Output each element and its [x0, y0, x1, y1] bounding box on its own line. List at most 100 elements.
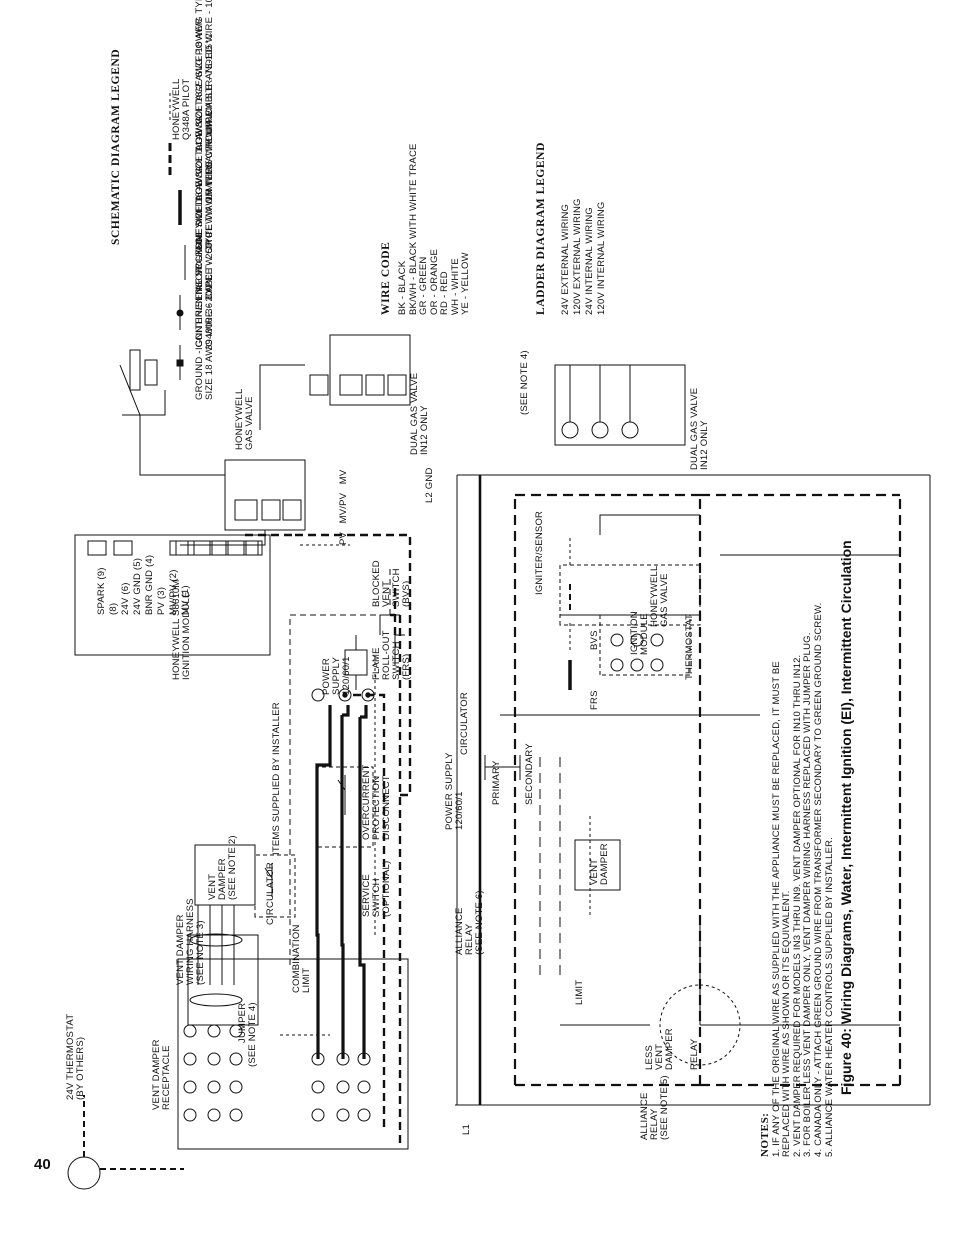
- terminal-label: (8): [108, 602, 119, 615]
- ignition-module-ladder-label: IGNITION MODULE: [629, 611, 650, 655]
- combination-limit-label: COMBINATION LIMIT: [291, 924, 312, 993]
- less-vent-line: DAMPER: [663, 1028, 675, 1070]
- harness-line: (SEE NOTE 3): [194, 920, 206, 985]
- valve-term: MV: [338, 469, 349, 485]
- overcurrent-line: DISCONNECT: [380, 775, 392, 840]
- ladder-legend-list: 24V EXTERNAL WIRING 120V EXTERNAL WIRING…: [560, 198, 608, 315]
- vent-damper-receptacle-box: [187, 934, 259, 1026]
- flame-switch-label: FLAME ROLL-OUT SWITCH (FRS): [371, 630, 412, 680]
- vent-damper-harness-label: VENT DAMPER WIRING HARNESS (SEE NOTE 3): [175, 898, 206, 985]
- circulator-label: CIRCULATOR: [265, 862, 276, 925]
- overcurrent-label: OVERCURRENT PROTECTION DISCONNECT: [361, 764, 392, 840]
- ladder-dual-gas-valve-label: DUAL GAS VALVE IN12 ONLY: [689, 388, 710, 470]
- hw-valve-line: GAS VALVE: [658, 573, 670, 627]
- power-supply-label: POWER SUPPLY 120/60/1: [321, 656, 352, 695]
- terminal-label: SPARK (9): [96, 567, 107, 615]
- ladder-power-line: 120/60/1: [453, 791, 465, 830]
- ladder-l2-gnd-label: L2 GND: [424, 467, 435, 503]
- terminal-label: 24V GND (5): [132, 557, 143, 615]
- flame-switch-line: (FRS): [400, 653, 412, 680]
- items-supplied-label: ITEMS SUPPLIED BY INSTALLER: [271, 702, 282, 855]
- service-switch-label: SERVICE SWITCH (OPTIONAL): [361, 860, 392, 917]
- terminal-label: PV (3): [156, 586, 167, 615]
- ladder-legend-item: 120V EXTERNAL WIRING: [572, 198, 583, 315]
- ladder-legend-item: 24V INTERNAL WIRING: [584, 207, 595, 315]
- ladder-see-note-4-label: (SEE NOTE 4): [519, 350, 530, 415]
- junction-box: [177, 958, 409, 1150]
- ladder-alliance-relay2-label: ALLIANCE RELAY (SEE NOTE 5): [639, 1075, 670, 1140]
- ladder-legend-item: 120V INTERNAL WIRING: [596, 201, 607, 315]
- ignition-module-box: [74, 534, 271, 656]
- vent-damper-receptacle-label: VENT DAMPER RECEPTACLE: [151, 1039, 172, 1110]
- note-line: 4. CANADA ONLY - ATTACH GREEN GROUND WIR…: [812, 602, 824, 1158]
- bvs-label: BVS: [589, 630, 600, 650]
- relay-label: RELAY: [689, 1038, 700, 1070]
- ladder-dual-valve-box: [554, 364, 686, 446]
- note-line: 5. ALLIANCE WATER HEATER CONTROLS SUPPLI…: [823, 836, 835, 1157]
- schematic-legend-title: SCHEMATIC DIAGRAM LEGEND: [110, 48, 122, 245]
- frs-label: FRS: [589, 690, 600, 710]
- wire-code-item: BK - BLACK: [397, 260, 408, 315]
- ladder-legend-item: 24V EXTERNAL WIRING: [560, 203, 571, 315]
- terminal-label: MV (1): [180, 585, 191, 615]
- valve-term: MV/PV: [338, 492, 349, 524]
- notes-block: NOTES: 1. IF ANY OF THE ORIGINAL WIRE AS…: [759, 602, 835, 1158]
- see-note-4-label: (SEE NOTE 4): [247, 1002, 258, 1067]
- ladder-diagram: [455, 474, 931, 1106]
- blocked-vent-label: BLOCKED VENT SWITCH (BVS): [371, 560, 412, 607]
- ladder-vent-line: DAMPER: [598, 843, 610, 885]
- thermostat-ladder-label: THERMOSTAT: [684, 613, 695, 680]
- ladder-circulator-label: CIRCULATOR: [459, 692, 470, 755]
- gas-valve-line: GAS VALVE: [243, 396, 255, 450]
- junction-terminals: [183, 1024, 371, 1122]
- primary-label: PRIMARY: [491, 760, 502, 805]
- wire-code-item: RD - RED: [439, 271, 450, 315]
- ladder-honeywell-gas-valve-label: HONEYWELL GAS VALVE: [649, 566, 670, 627]
- ladder-l1-label: L1: [461, 1124, 472, 1135]
- less-vent-damper-label: LESS VENT DAMPER: [644, 1028, 675, 1070]
- terminal-label: MV/PV (2): [168, 569, 179, 615]
- ladder-legend-title: LADDER DIAGRAM LEGEND: [535, 142, 547, 315]
- harness-wires: [189, 905, 243, 1007]
- page-number: 40: [34, 1156, 51, 1173]
- thermostat-label: 24V THERMOSTAT (BY OTHERS): [65, 1014, 86, 1100]
- vent-damper-label: VENT DAMPER (SEE NOTE 2): [207, 835, 238, 900]
- service-switch-line: (OPTIONAL): [380, 860, 392, 917]
- power-supply-line: 120/60/1: [340, 656, 352, 695]
- secondary-label: SECONDARY: [524, 743, 535, 805]
- wire-code-item: YE - YELLOW: [460, 252, 471, 315]
- dual-gas-valve-box: [329, 334, 411, 406]
- terminal-label: BNR GND (4): [144, 554, 155, 615]
- overcurrent-protection-box: [317, 766, 374, 848]
- ladder-vent-damper-label: VENT DAMPER: [589, 843, 610, 885]
- wire-code-list: BK - BLACK BK/WH - BLACK WITH WHITE TRAC…: [397, 143, 472, 315]
- igniter-sensor-label: IGNITER/SENSOR: [534, 510, 545, 595]
- valve-terminal-labels: PV MV/PV MV: [338, 470, 349, 545]
- legend-text: SIZE 18 AWG WIRE - 200°C: [203, 274, 215, 400]
- wire-code-item: GR - GREEN: [418, 256, 429, 315]
- module-terminal-strip: [87, 540, 263, 556]
- blocked-vent-line: (BVS): [400, 580, 412, 607]
- dual-gas-valve-label: DUAL GAS VALVE IN12 ONLY: [409, 373, 430, 455]
- combination-limit-line: LIMIT: [300, 967, 312, 993]
- figure-caption: Figure 40: Wiring Diagrams, Water, Inter…: [838, 540, 854, 1095]
- notes-title: NOTES:: [759, 1112, 771, 1157]
- module-terminal-labels: SPARK (9) (8) 24V (6) 24V GND (5) BNR GN…: [96, 555, 192, 615]
- line-voltage-wires: [315, 705, 368, 1059]
- ladder-power-supply-label: POWER SUPPLY 120/60/1: [444, 752, 465, 830]
- limit-label: LIMIT: [574, 979, 585, 1005]
- wire-code-title: WIRE CODE: [380, 241, 392, 315]
- thermostat-circle: [67, 1156, 101, 1190]
- schematic-legend-item: GROUND - CONTINENTAL SRGX600 SIZE 18 AWG…: [194, 232, 215, 400]
- thin-dashed-runs: [280, 544, 376, 1036]
- ladder-dual-valve-line: IN12 ONLY: [698, 420, 710, 470]
- terminal-label: 24V (6): [120, 582, 131, 615]
- valve-term: PV: [338, 531, 349, 545]
- pilot-label: HONEYWELL Q348A PILOT: [171, 78, 192, 140]
- ladder-alliance-relay-label: ALLIANCE RELAY (SEE NOTE 6): [454, 890, 485, 955]
- pilot-line: Q348A PILOT: [180, 78, 192, 140]
- alliance-relay2-line: (SEE NOTE 5): [658, 1075, 670, 1140]
